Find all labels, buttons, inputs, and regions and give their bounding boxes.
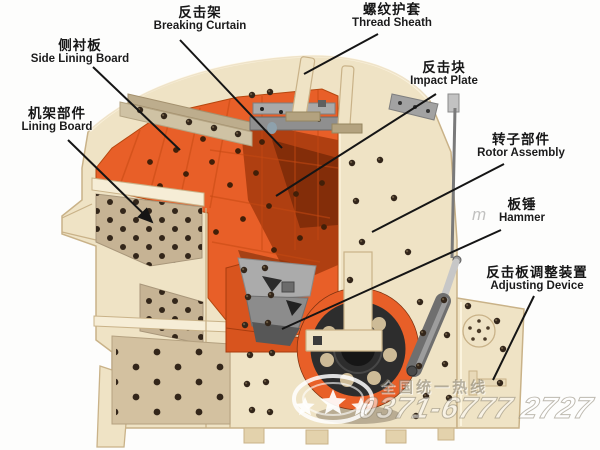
watermark-partial: m xyxy=(472,205,486,224)
bearing-block xyxy=(305,329,383,352)
bearing-hanger xyxy=(343,251,373,335)
feed-chute xyxy=(91,177,231,428)
watermark-hotline-shadow: 全国统一热线 xyxy=(380,379,489,397)
watermark-logo xyxy=(292,374,374,424)
spring-eye xyxy=(267,122,277,134)
watermark: m 全国统一热线 全国统一热线 0371-6777 2727 xyxy=(292,205,598,425)
watermark-phone: 0371-6777 2727 xyxy=(356,391,597,425)
watermark-hotline: 全国统一热线 xyxy=(379,378,488,396)
